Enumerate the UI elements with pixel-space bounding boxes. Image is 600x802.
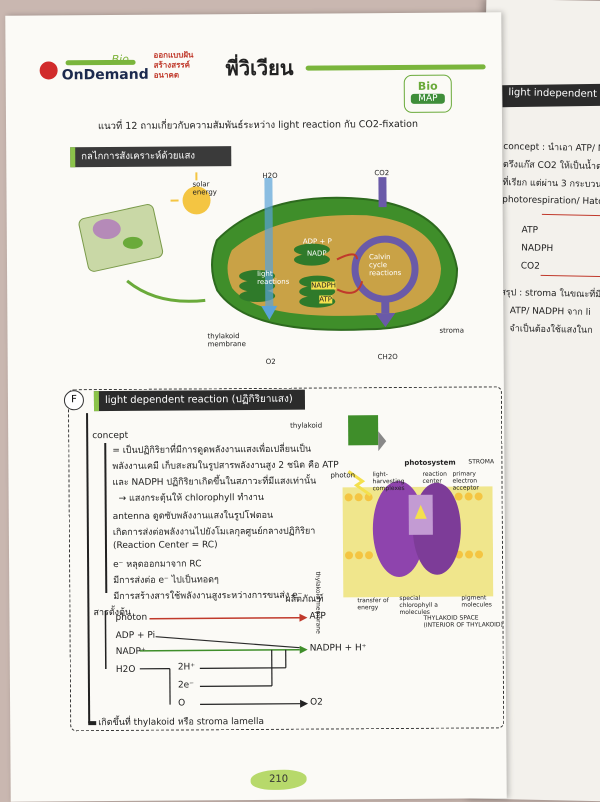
- concept-line-10: มีการสร้างสารใช้พลังงานสูงระหว่างการขนส่…: [113, 588, 302, 603]
- ps-membrane: thylakoid membrane: [314, 572, 321, 634]
- photosystem-figure: [308, 410, 493, 621]
- right-line-10: จำเป็นต้องใช้แสงในก: [509, 321, 592, 337]
- label-light-reactions: light reactions: [257, 270, 291, 286]
- label-h2o: H2O: [262, 172, 277, 180]
- left-page: OnDemand Bio ออกแบบฝัน สร้างสรรค์ อนาคต …: [5, 12, 506, 801]
- concept-line-4: → แสงกระตุ้นให้ chlorophyll ทำงาน: [119, 490, 264, 505]
- reactant-photon: photon: [115, 613, 147, 623]
- h2o-part-h: 2H⁺: [178, 662, 195, 672]
- ps-transfer: transfer of energy: [357, 597, 391, 611]
- ps-rc: reaction center: [422, 471, 452, 485]
- location-marker: [88, 721, 96, 725]
- h2o-part-e: 2e⁻: [178, 680, 194, 690]
- label-calvin: Calvin cycle reactions: [369, 253, 409, 277]
- label-thylakoid-membrane: thylakoid membrane: [207, 332, 255, 348]
- h2o-part-o: O: [178, 699, 185, 709]
- bio-map-badge: Bio MAP: [404, 75, 452, 113]
- concept-line-3: และ NADPH ปฏิกิริยาเกิดขึ้นในสภาวะที่มีแ…: [112, 474, 316, 489]
- label-co2: CO2: [374, 169, 389, 177]
- ps-thylakoid: thylakoid: [290, 422, 322, 430]
- header-mid: ออกแบบฝัน สร้างสรรค์ อนาคต: [154, 50, 218, 80]
- label-solar: solar energy: [192, 180, 232, 196]
- guideline-text: แนวที่ 12 ถามเกี่ยวกับความสัมพันธ์ระหว่า…: [98, 117, 418, 134]
- reaction-arrows: [99, 609, 340, 715]
- concept-line-9: มีการส่งต่อ e⁻ ไปเป็นทอดๆ: [113, 572, 219, 587]
- location-text: เกิดขึ้นที่ thylakoid หรือ stroma lamell…: [98, 714, 264, 729]
- ps-stroma: STROMA: [468, 458, 494, 465]
- right-line-4: photorespiration/ Hatch: [502, 195, 600, 207]
- concept-label: concept: [92, 431, 128, 441]
- label-adp: ADP + P: [303, 237, 332, 245]
- concept-line-8: e⁻ หลุดออกมาจาก RC: [113, 556, 202, 571]
- concept-line-6: เกิดการส่งต่อพลังงานไปยังโมเลกุลศูนย์กลา…: [113, 524, 316, 539]
- reactant-adp: ADP + Pi: [116, 631, 156, 641]
- right-line-9: ATP/ NADPH จาก li: [510, 303, 591, 319]
- product-nadph: NADPH + H⁺: [310, 643, 367, 653]
- ps-title: photosystem: [404, 459, 455, 467]
- ps-pea: primary electron acceptor: [452, 470, 494, 491]
- right-graph: [541, 214, 600, 277]
- brand-name: OnDemand: [62, 67, 149, 84]
- right-line-1: concept : นำเอา ATP/ NA: [503, 139, 600, 155]
- ps-pigment: pigment molecules: [461, 594, 497, 608]
- concept-line-7: (Reaction Center = RC): [113, 540, 218, 551]
- product-o2: O2: [310, 698, 323, 708]
- label-o2: O2: [266, 358, 276, 366]
- label-atp: ATP: [319, 295, 332, 303]
- right-line-7: CO2: [521, 261, 540, 271]
- label-nadph: NADPH: [311, 281, 336, 289]
- label-ch2o: CH2O: [378, 353, 398, 361]
- label-stroma: stroma: [439, 327, 464, 335]
- power-icon: [40, 61, 58, 79]
- plant-cell-icon: [78, 203, 164, 272]
- header-line-2: [306, 64, 486, 70]
- right-line-8: สรุป : stroma ในขณะที่มี: [500, 285, 600, 301]
- right-line-5: ATP: [521, 225, 538, 235]
- diagram-title: กลไกการสังเคราะห์ด้วยแสง: [70, 146, 231, 167]
- ps-space: THYLAKOID SPACE (INTERIOR OF THYLAKOID): [423, 614, 503, 629]
- concept-line-5: antenna ดูดซับพลังงานแสงในรูปโฟตอน: [113, 508, 274, 523]
- ps-special: special chlorophyll a molecules: [399, 595, 449, 616]
- label-nadp: NADP: [307, 250, 327, 258]
- ps-lhc: light-harvesting complexes: [372, 471, 418, 492]
- right-line-2: ตรึงแก๊ส CO2 ให้เป็นน้ำตา: [503, 157, 600, 173]
- reactant-h2o: H2O: [116, 665, 136, 675]
- reactant-nadp: NADP⁺: [116, 647, 146, 657]
- ps-photon: photon: [330, 471, 355, 479]
- section-title: light dependent reaction (ปฏิกิริยาแสง): [94, 390, 305, 411]
- section-badge: F: [64, 390, 84, 410]
- right-line-3: ที่เรียก แต่ผ่าน 3 กระบวนก: [502, 175, 600, 191]
- header-line-1: [66, 60, 136, 65]
- header-tagline: พี่วิเวียน: [226, 52, 294, 84]
- concept-line-2: พลังงานเคมี เก็บสะสมในรูปสารพลังงานสูง 2…: [112, 457, 338, 473]
- concept-line-1: = เป็นปฏิกิริยาที่มีการดูดพลังงานแสงเพื่…: [112, 442, 311, 457]
- page-number: 210: [251, 770, 307, 790]
